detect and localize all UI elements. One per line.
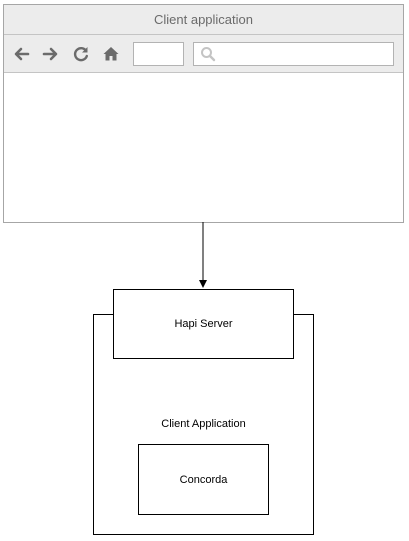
arrow-right-icon[interactable] bbox=[40, 44, 60, 64]
hapi-server-label: Hapi Server bbox=[174, 318, 233, 330]
address-field[interactable] bbox=[133, 42, 184, 66]
search-icon bbox=[200, 46, 216, 62]
concorda-label: Concorda bbox=[179, 473, 228, 486]
concorda-box: Concorda bbox=[138, 444, 269, 515]
arrow-left-icon[interactable] bbox=[12, 44, 32, 64]
browser-title: Client application bbox=[153, 12, 253, 27]
search-field[interactable] bbox=[193, 42, 394, 66]
browser-window: Client application bbox=[3, 4, 404, 223]
home-icon[interactable] bbox=[101, 44, 121, 64]
browser-toolbar bbox=[4, 35, 403, 73]
hapi-server-box: Hapi Server bbox=[113, 289, 294, 359]
browser-titlebar: Client application bbox=[4, 5, 403, 35]
browser-content bbox=[4, 73, 403, 222]
refresh-icon[interactable] bbox=[71, 44, 91, 64]
client-application-label: Client Application bbox=[161, 418, 246, 430]
